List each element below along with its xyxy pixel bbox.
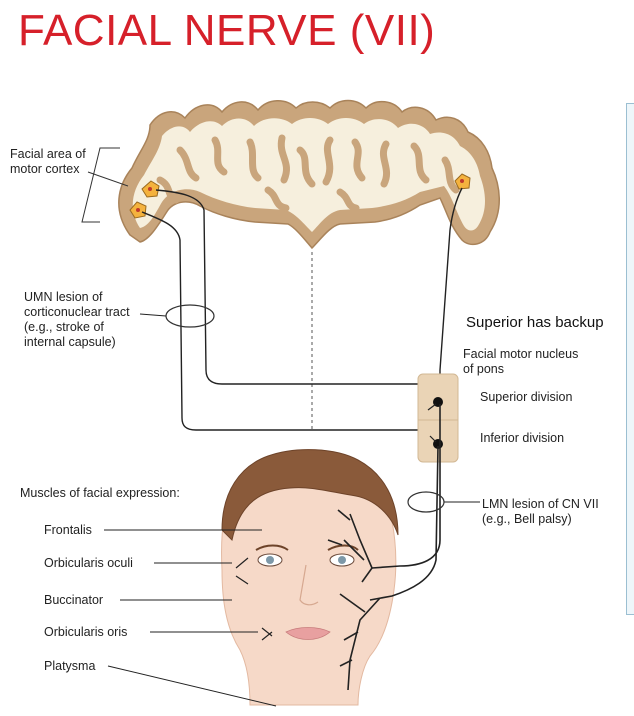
face-illustration (222, 450, 398, 705)
lmn-lesion-marker (408, 492, 444, 512)
frontalis-label: Frontalis (44, 523, 92, 538)
orbicularis-oculi-label: Orbicularis oculi (44, 556, 133, 571)
umn-lesion-marker (166, 305, 214, 327)
umn-lesion-label: UMN lesion of corticonuclear tract (e.g.… (24, 290, 130, 350)
inferior-division-label: Inferior division (480, 431, 564, 446)
muscles-heading: Muscles of facial expression: (20, 486, 180, 501)
facial-area-bracket (82, 148, 120, 222)
facial-motor-nucleus-label: Facial motor nucleus of pons (463, 347, 578, 377)
cerebral-cortex (119, 101, 499, 249)
facial-area-label: Facial area of motor cortex (10, 147, 86, 177)
superior-backup-note: Superior has backup (466, 314, 604, 331)
superior-division-label: Superior division (480, 390, 572, 405)
orbicularis-oris-label: Orbicularis oris (44, 625, 127, 640)
buccinator-label: Buccinator (44, 593, 103, 608)
platysma-label: Platysma (44, 659, 95, 674)
lmn-lesion-label: LMN lesion of CN VII (e.g., Bell palsy) (482, 497, 599, 527)
facial-area-pointer (88, 172, 128, 186)
